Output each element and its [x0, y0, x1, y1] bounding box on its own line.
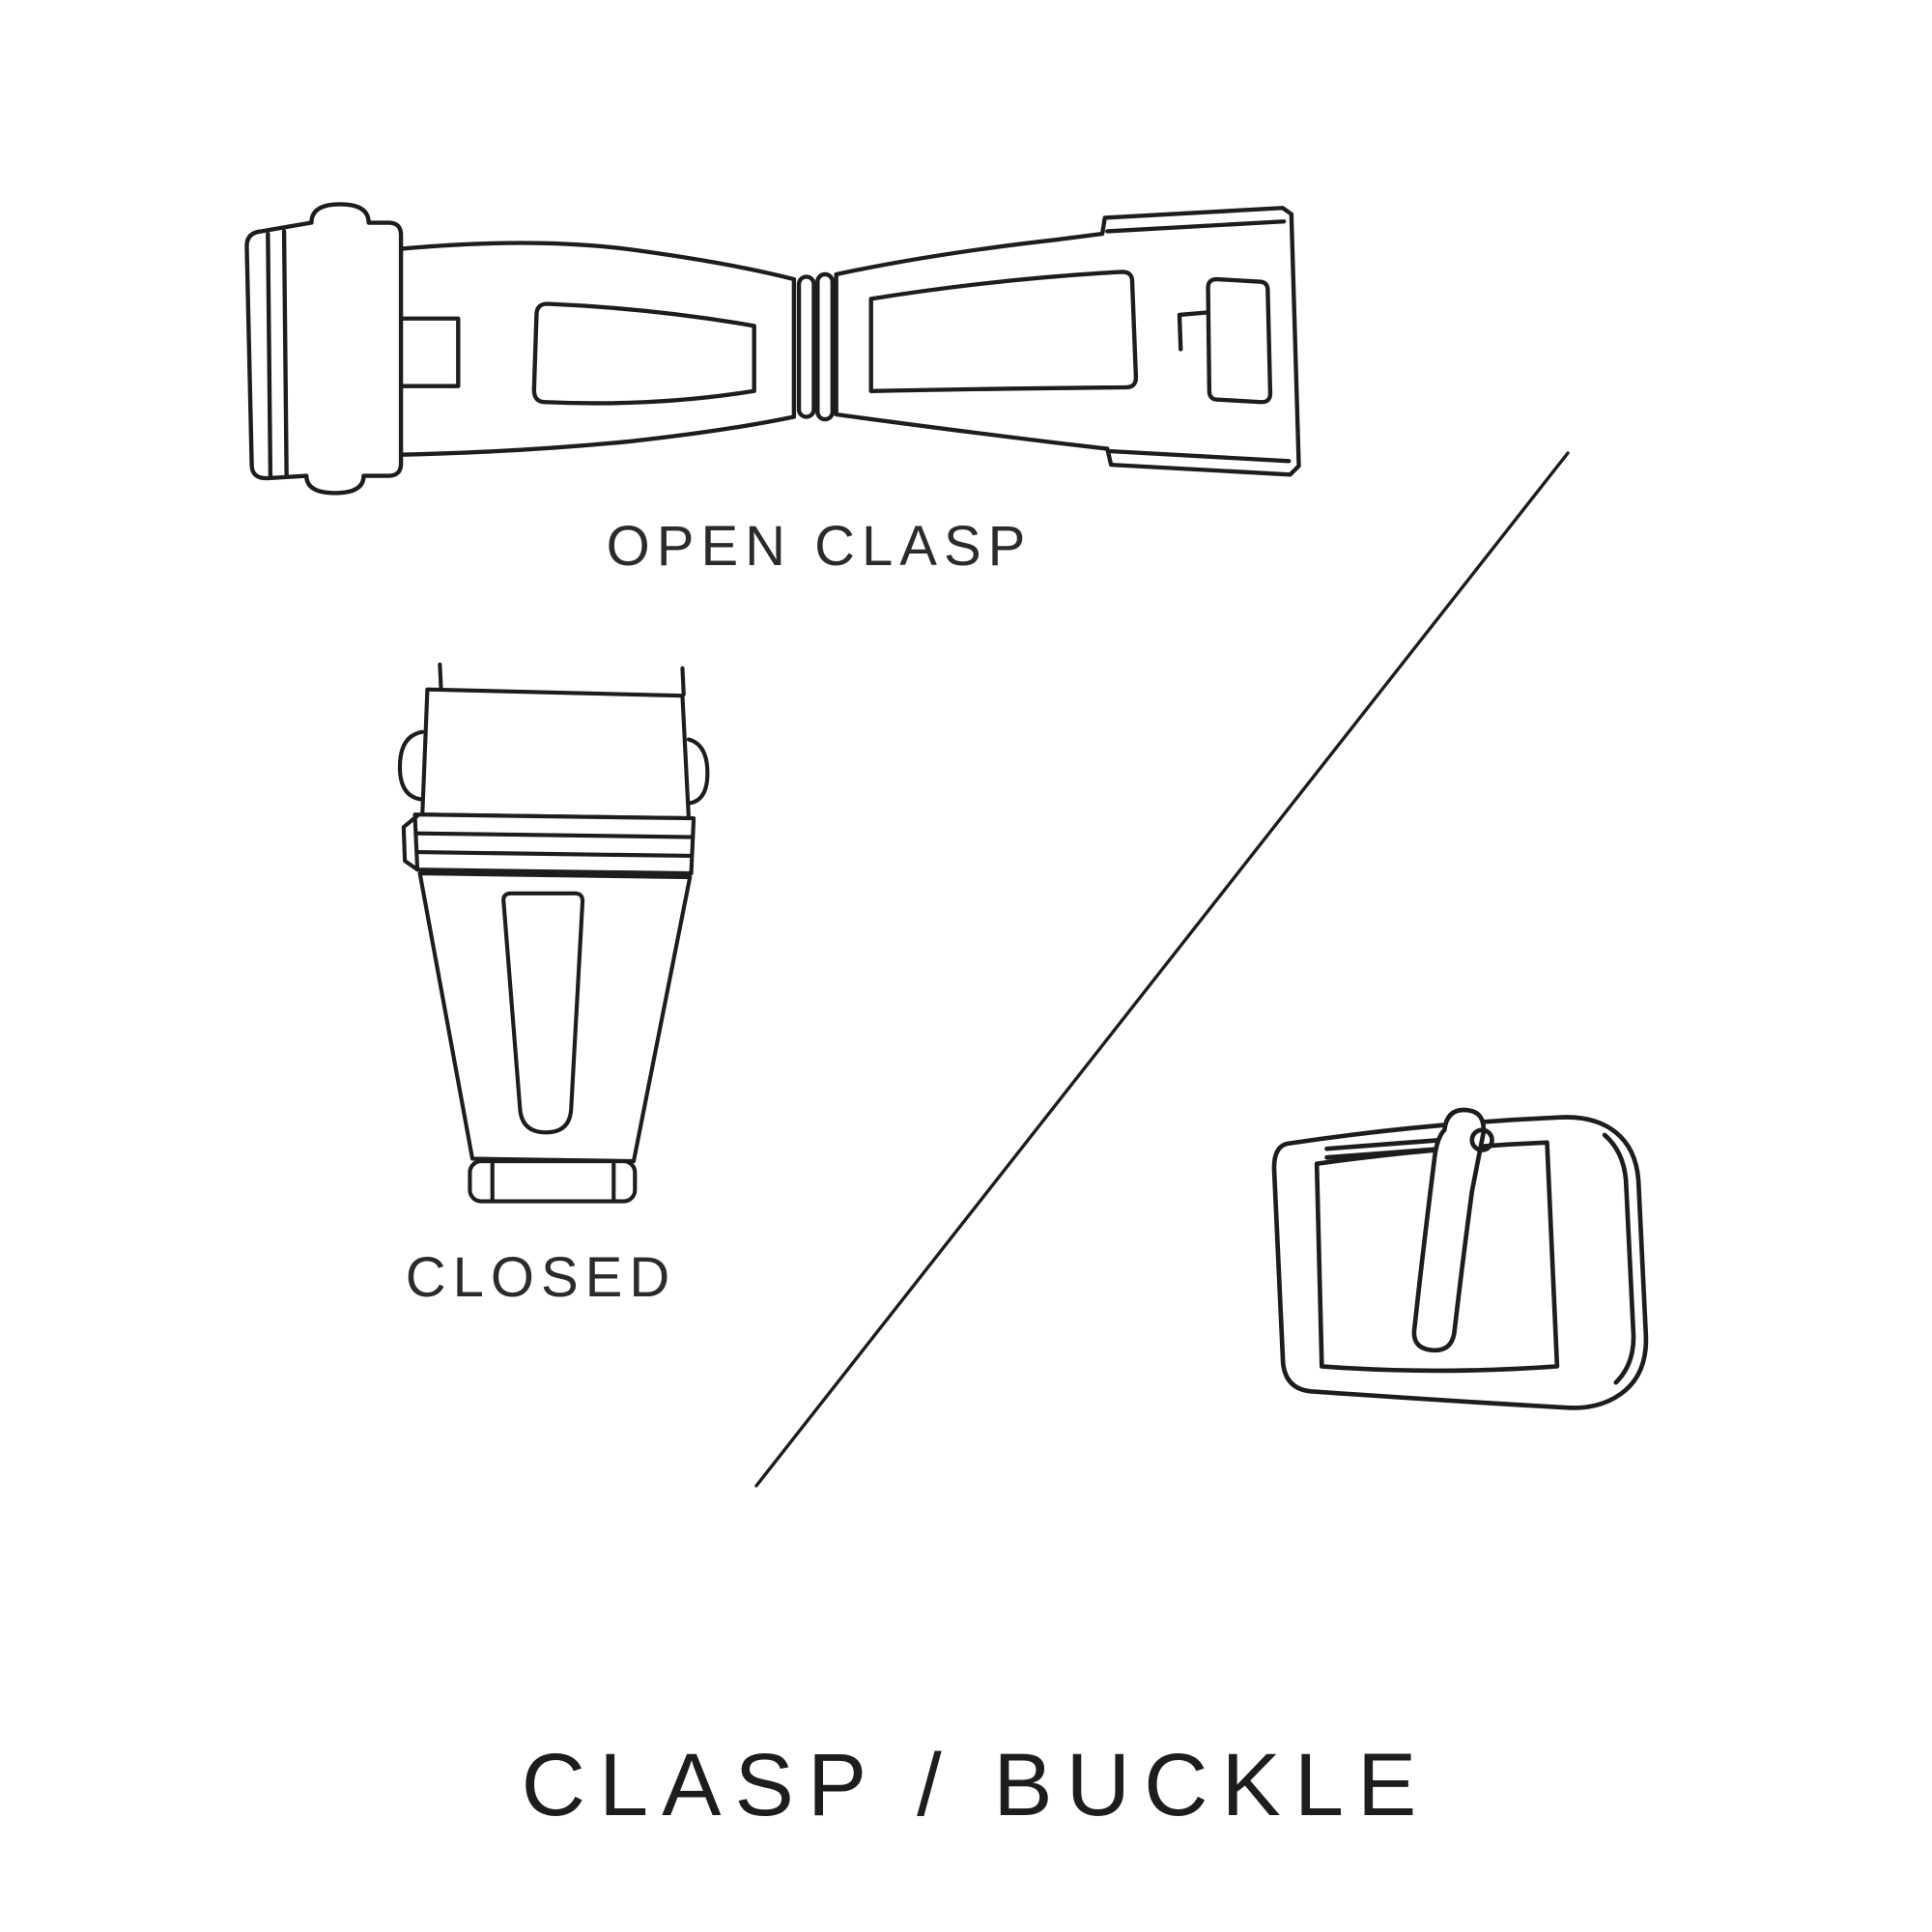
- diagonal-divider-line: [754, 451, 1570, 1488]
- diagram-title: CLASP / BUCKLE: [521, 1736, 1431, 1834]
- closed-clasp-illustration: [397, 662, 710, 1204]
- open-clasp-label: OPEN CLASP: [606, 515, 1033, 578]
- open-clasp-illustration: [244, 202, 1301, 496]
- buckle-illustration: [1271, 1107, 1649, 1410]
- closed-clasp-label: CLOSED: [405, 1246, 677, 1309]
